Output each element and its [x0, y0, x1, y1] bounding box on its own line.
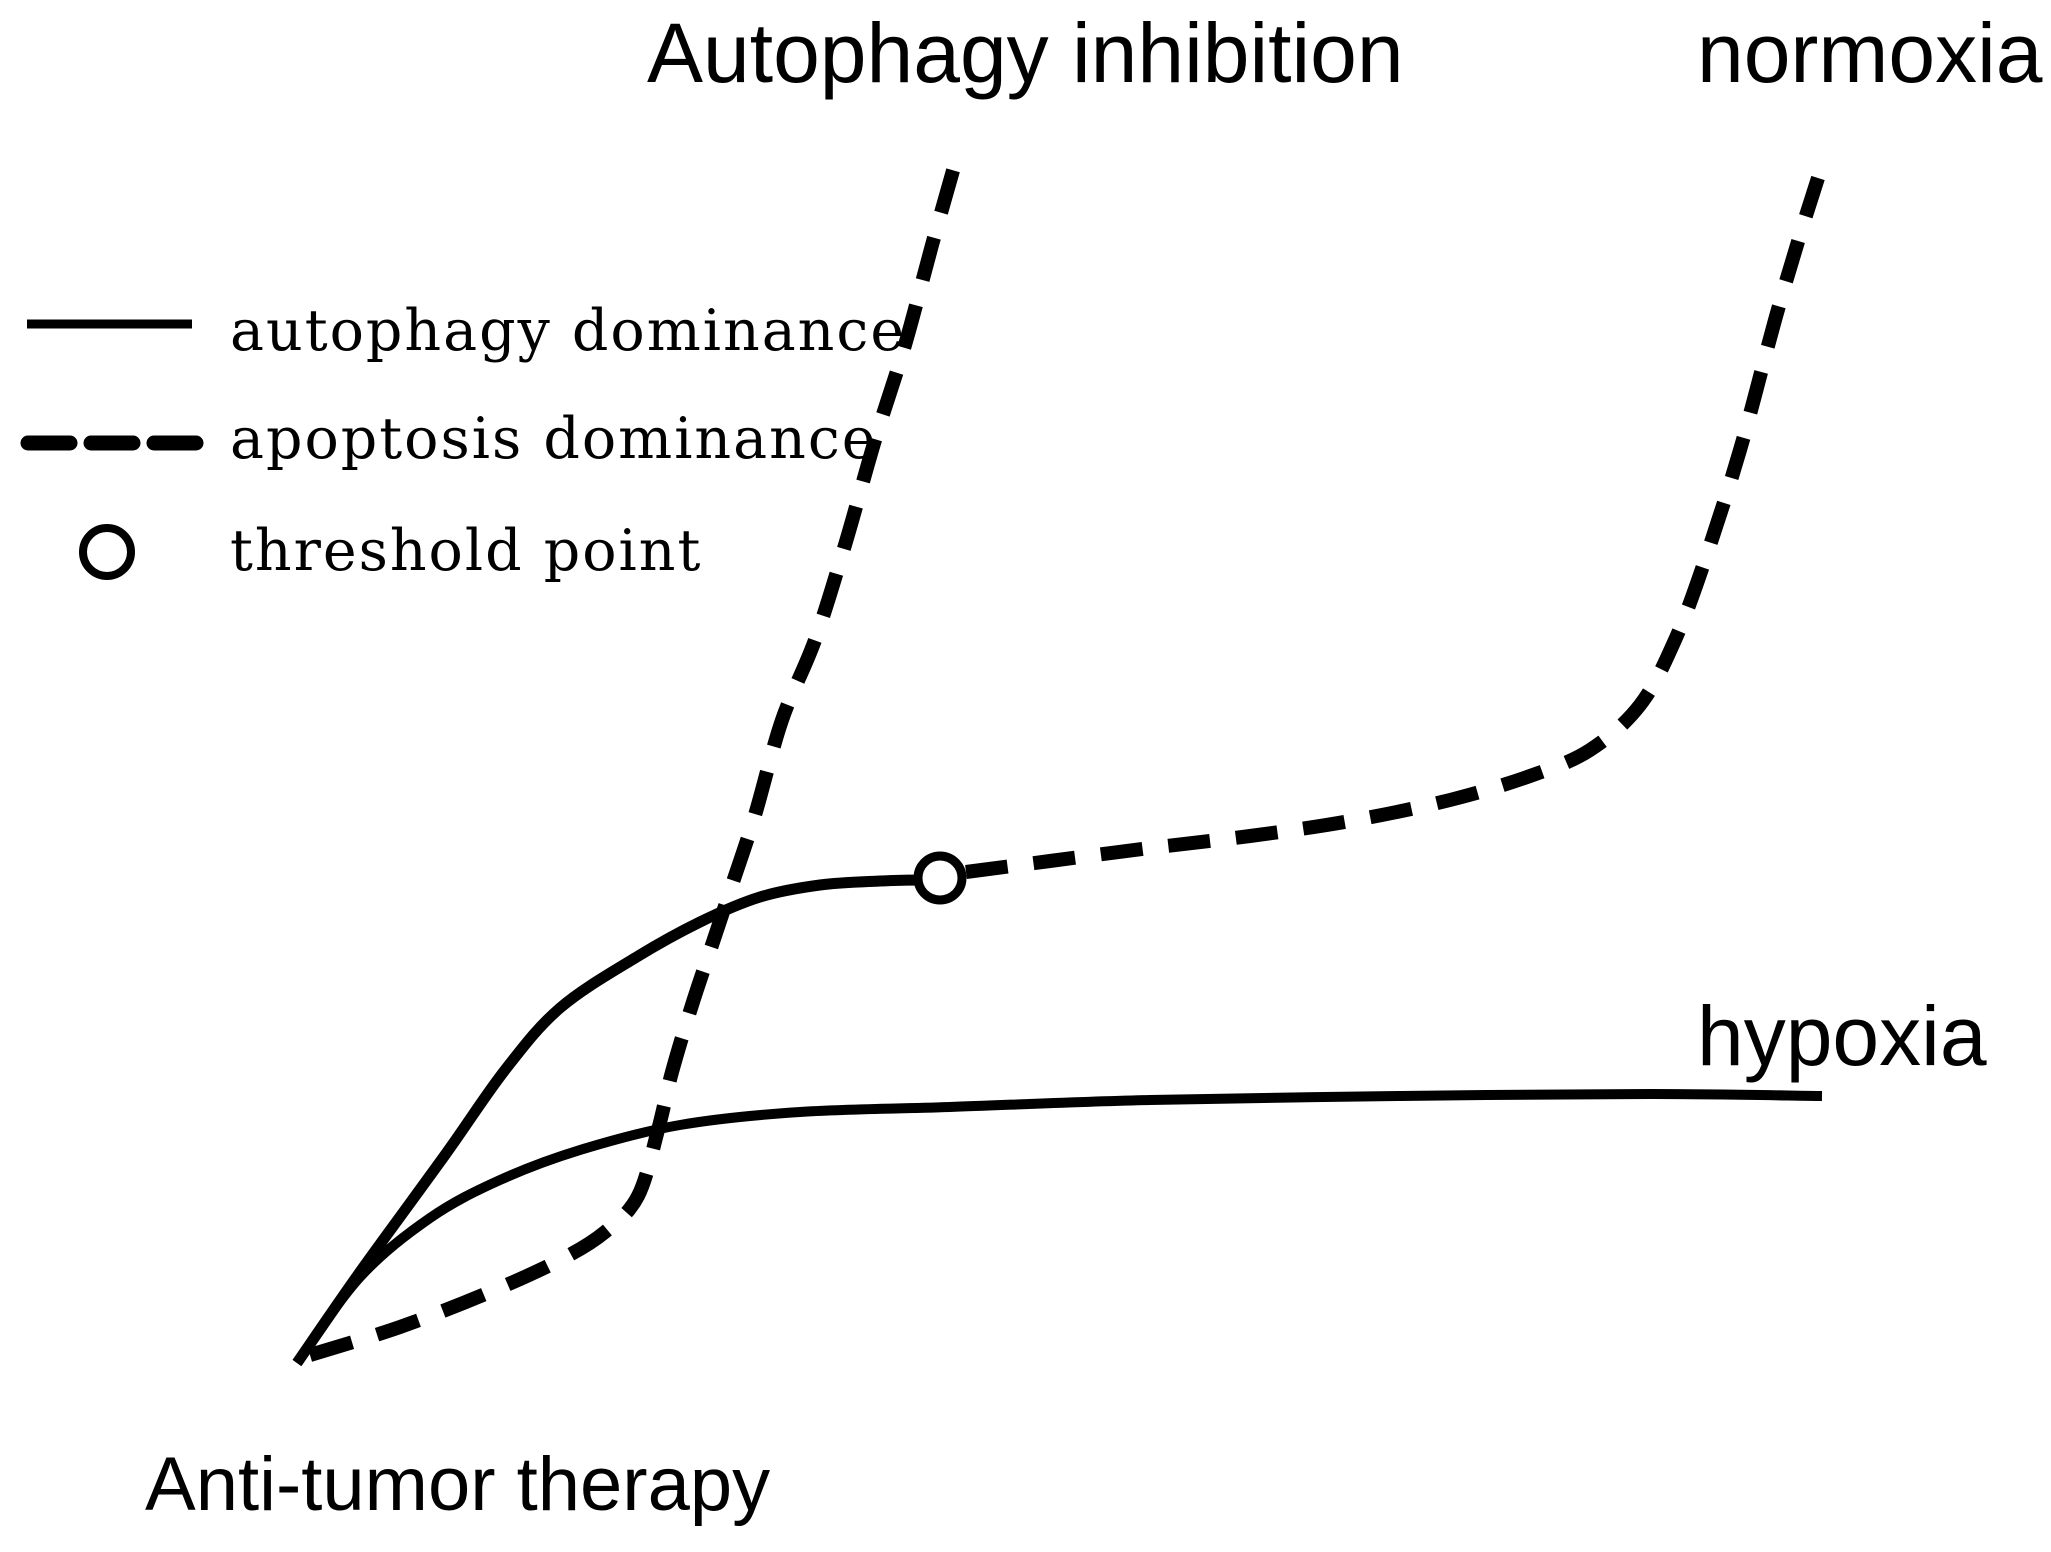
legend-open-circle-icon	[79, 524, 135, 580]
curve-hypoxia-solid	[292, 1088, 1823, 1366]
curve-autophagy-inhibition-dashed	[307, 158, 963, 1362]
chart-title: Autophagy inhibition	[647, 6, 1404, 100]
label-anti-tumor-therapy: Anti-tumor therapy	[145, 1442, 770, 1527]
curve-normoxia-dashed	[965, 175, 1825, 879]
label-normoxia: normoxia	[1697, 6, 2043, 100]
legend-label-autophagy-dominance: autophagy dominance	[230, 298, 906, 364]
legend-label-threshold-point: threshold point	[230, 518, 702, 584]
legend: autophagy dominance apoptosis dominance …	[20, 298, 906, 584]
legend-label-apoptosis-dominance: apoptosis dominance	[230, 406, 878, 472]
label-hypoxia: hypoxia	[1697, 989, 1987, 1083]
threshold-point-marker	[913, 851, 967, 905]
curve-autophagy-dominance-solid	[292, 874, 917, 1367]
